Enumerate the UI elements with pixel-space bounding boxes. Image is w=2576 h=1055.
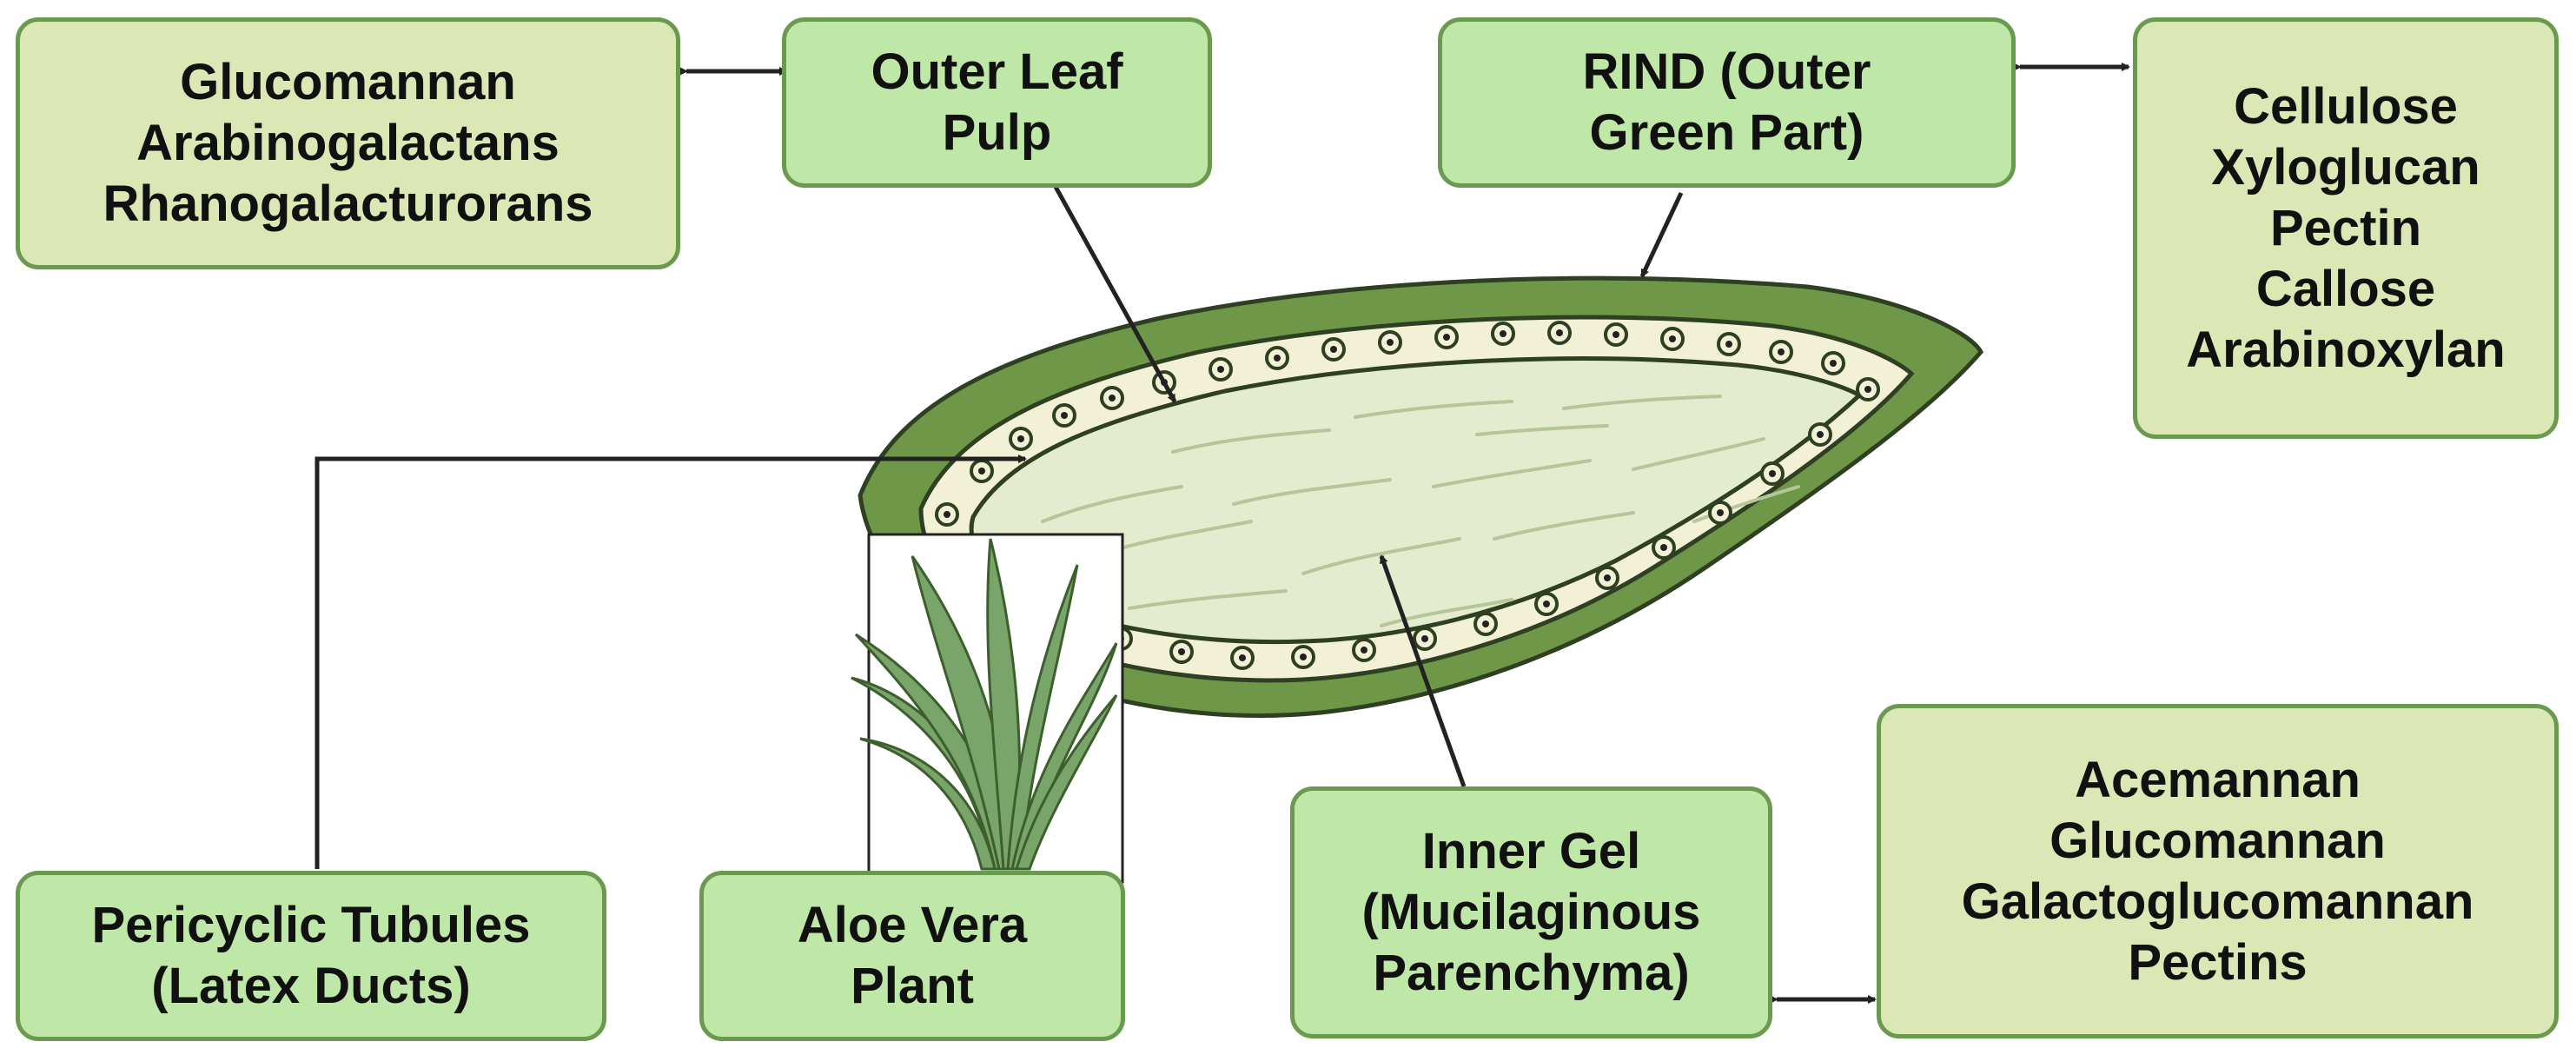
right-compounds-text: Cellulose Xyloglucan Pectin Callose Arab… xyxy=(2186,77,2506,378)
leaf-cross-section xyxy=(858,275,1983,719)
arrow-rind-to-leaf xyxy=(1639,191,1684,278)
gel-fibers xyxy=(1041,395,1800,627)
inner-gel-box: Inner Gel (Mucilaginous Parenchyma) xyxy=(1290,786,1772,1038)
outer-leaf-pulp-box: Outer Leaf Pulp xyxy=(782,17,1212,188)
aloe-plant-panel xyxy=(851,533,1124,884)
aloe-vera-plant-box: Aloe Vera Plant xyxy=(699,871,1125,1041)
connectors xyxy=(315,63,2130,1004)
top-left-compounds-box: Glucomannan Arabinogalactans Rhanogalact… xyxy=(16,17,680,269)
aloe-plant-icon xyxy=(851,538,1118,871)
right-compounds-box: Cellulose Xyloglucan Pectin Callose Arab… xyxy=(2133,17,2559,439)
rind-box: RIND (Outer Green Part) xyxy=(1438,17,2016,188)
inner-gel xyxy=(969,356,1863,645)
arrow-inner-gel-to-leaf xyxy=(1379,554,1467,787)
inner-gel-text: Inner Gel (Mucilaginous Parenchyma) xyxy=(1361,823,1701,1001)
outer-leaf-pulp-text: Outer Leaf Pulp xyxy=(871,43,1123,161)
arrow-pericyclic-to-ducts xyxy=(315,455,1027,869)
pericyclic-tubules-box: Pericyclic Tubules (Latex Ducts) xyxy=(16,871,606,1041)
bottom-right-compounds-text: Acemannan Glucomannan Galactoglucomannan… xyxy=(1961,751,2474,991)
arrow-outer-pulp-to-leaf xyxy=(1053,185,1177,403)
top-left-compounds-text: Glucomannan Arabinogalactans Rhanogalact… xyxy=(103,54,593,232)
latex-duct-nuclei xyxy=(944,329,1871,661)
bottom-right-compounds-box: Acemannan Glucomannan Galactoglucomannan… xyxy=(1877,704,2559,1038)
rind-text: RIND (Outer Green Part) xyxy=(1582,43,1871,161)
pericyclic-tubules-text: Pericyclic Tubules (Latex Ducts) xyxy=(91,897,531,1014)
aloe-vera-plant-text: Aloe Vera Plant xyxy=(797,897,1028,1014)
